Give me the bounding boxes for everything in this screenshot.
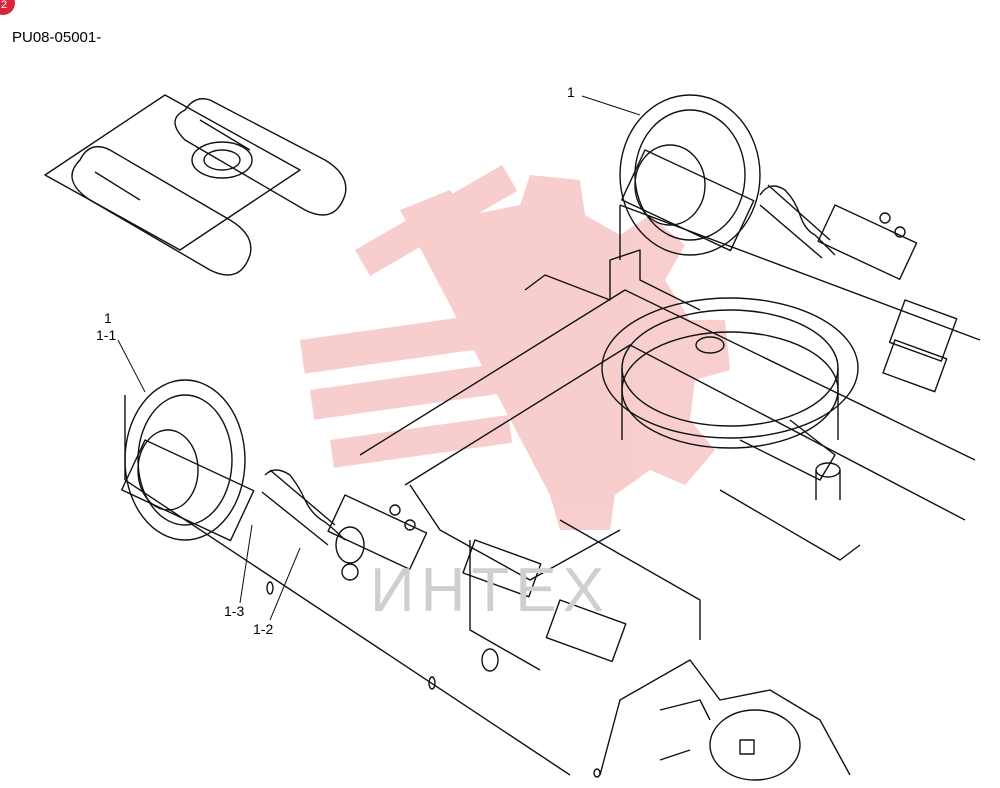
swing-bearing-ring [601,297,859,500]
callout-spring-cylinder: 1-2 [253,621,274,637]
right-idler-assembly [619,94,918,280]
callout-right-assembly: 1 [567,84,575,100]
drawing-code: PU08-05001- [12,29,102,46]
overview-undercarriage [44,94,347,276]
callout-left-assembly: 1 [104,310,112,326]
page-badge: 2 [0,0,15,15]
bottom-track-frame [599,659,851,781]
leader-lines [117,95,641,621]
callout-left-sub: 1-1 [96,327,117,343]
watermark-text: ИНТЕХ [370,556,610,625]
watermark-logo [300,165,730,530]
frame-holes [266,581,601,778]
side-brackets [462,299,958,663]
callout-bracket: 1-3 [224,603,245,619]
left-idler-assembly [121,379,428,581]
